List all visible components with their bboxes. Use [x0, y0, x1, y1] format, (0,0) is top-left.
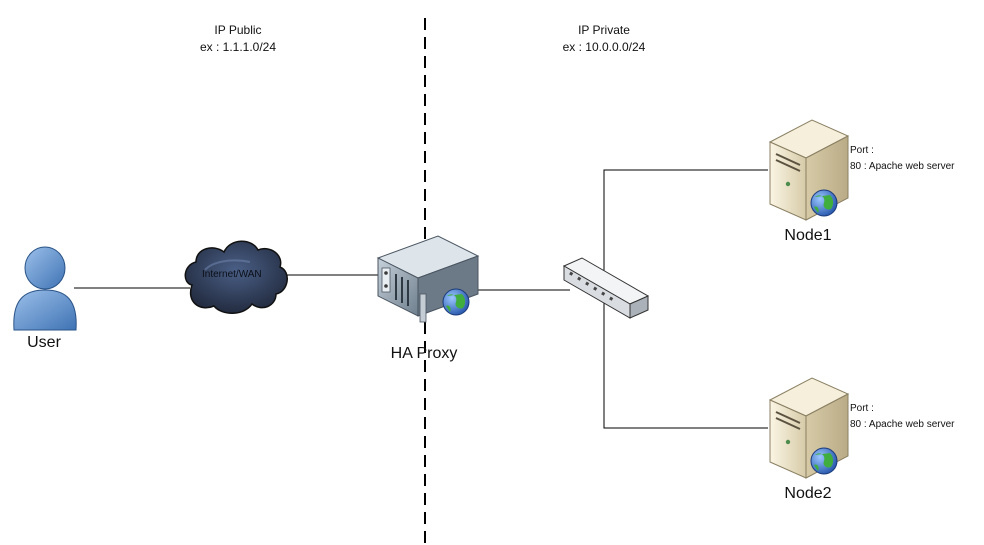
user-label: User [27, 334, 61, 351]
proxy-globe-icon [442, 288, 470, 316]
user-icon [13, 246, 77, 331]
private-zone-label: IP Private ex : 10.0.0.0/24 [524, 22, 684, 56]
public-zone-subnet: ex : 1.1.1.0/24 [199, 40, 277, 54]
node1-server-icon [768, 119, 850, 221]
connections [74, 169, 768, 429]
cloud-icon [184, 240, 288, 314]
node1-port-title: Port : [850, 145, 874, 156]
node1-port-note: Port : 80 : Apache web server [850, 143, 955, 175]
node1-globe-icon [810, 189, 838, 217]
public-zone-title: IP Public [214, 23, 262, 37]
link-switch-node2 [603, 290, 768, 429]
node2-port-value: 80 : Apache web server [850, 419, 955, 430]
node2-port-title: Port : [850, 403, 874, 414]
proxy-server-icon [376, 235, 480, 323]
private-zone-subnet: ex : 10.0.0.0/24 [562, 40, 646, 54]
node1-label: Node1 [784, 227, 832, 244]
node2-label: Node2 [784, 485, 832, 502]
switch-icon [562, 257, 650, 319]
proxy-label: HA Proxy [390, 345, 458, 362]
node2-globe-icon [810, 447, 838, 475]
public-zone-label: IP Public ex : 1.1.1.0/24 [158, 22, 318, 56]
node1-port-value: 80 : Apache web server [850, 161, 955, 172]
cloud-label: Internet/WAN [202, 269, 262, 280]
link-switch-node1 [603, 169, 768, 290]
private-zone-title: IP Private [578, 23, 630, 37]
node2-port-note: Port : 80 : Apache web server [850, 401, 955, 433]
